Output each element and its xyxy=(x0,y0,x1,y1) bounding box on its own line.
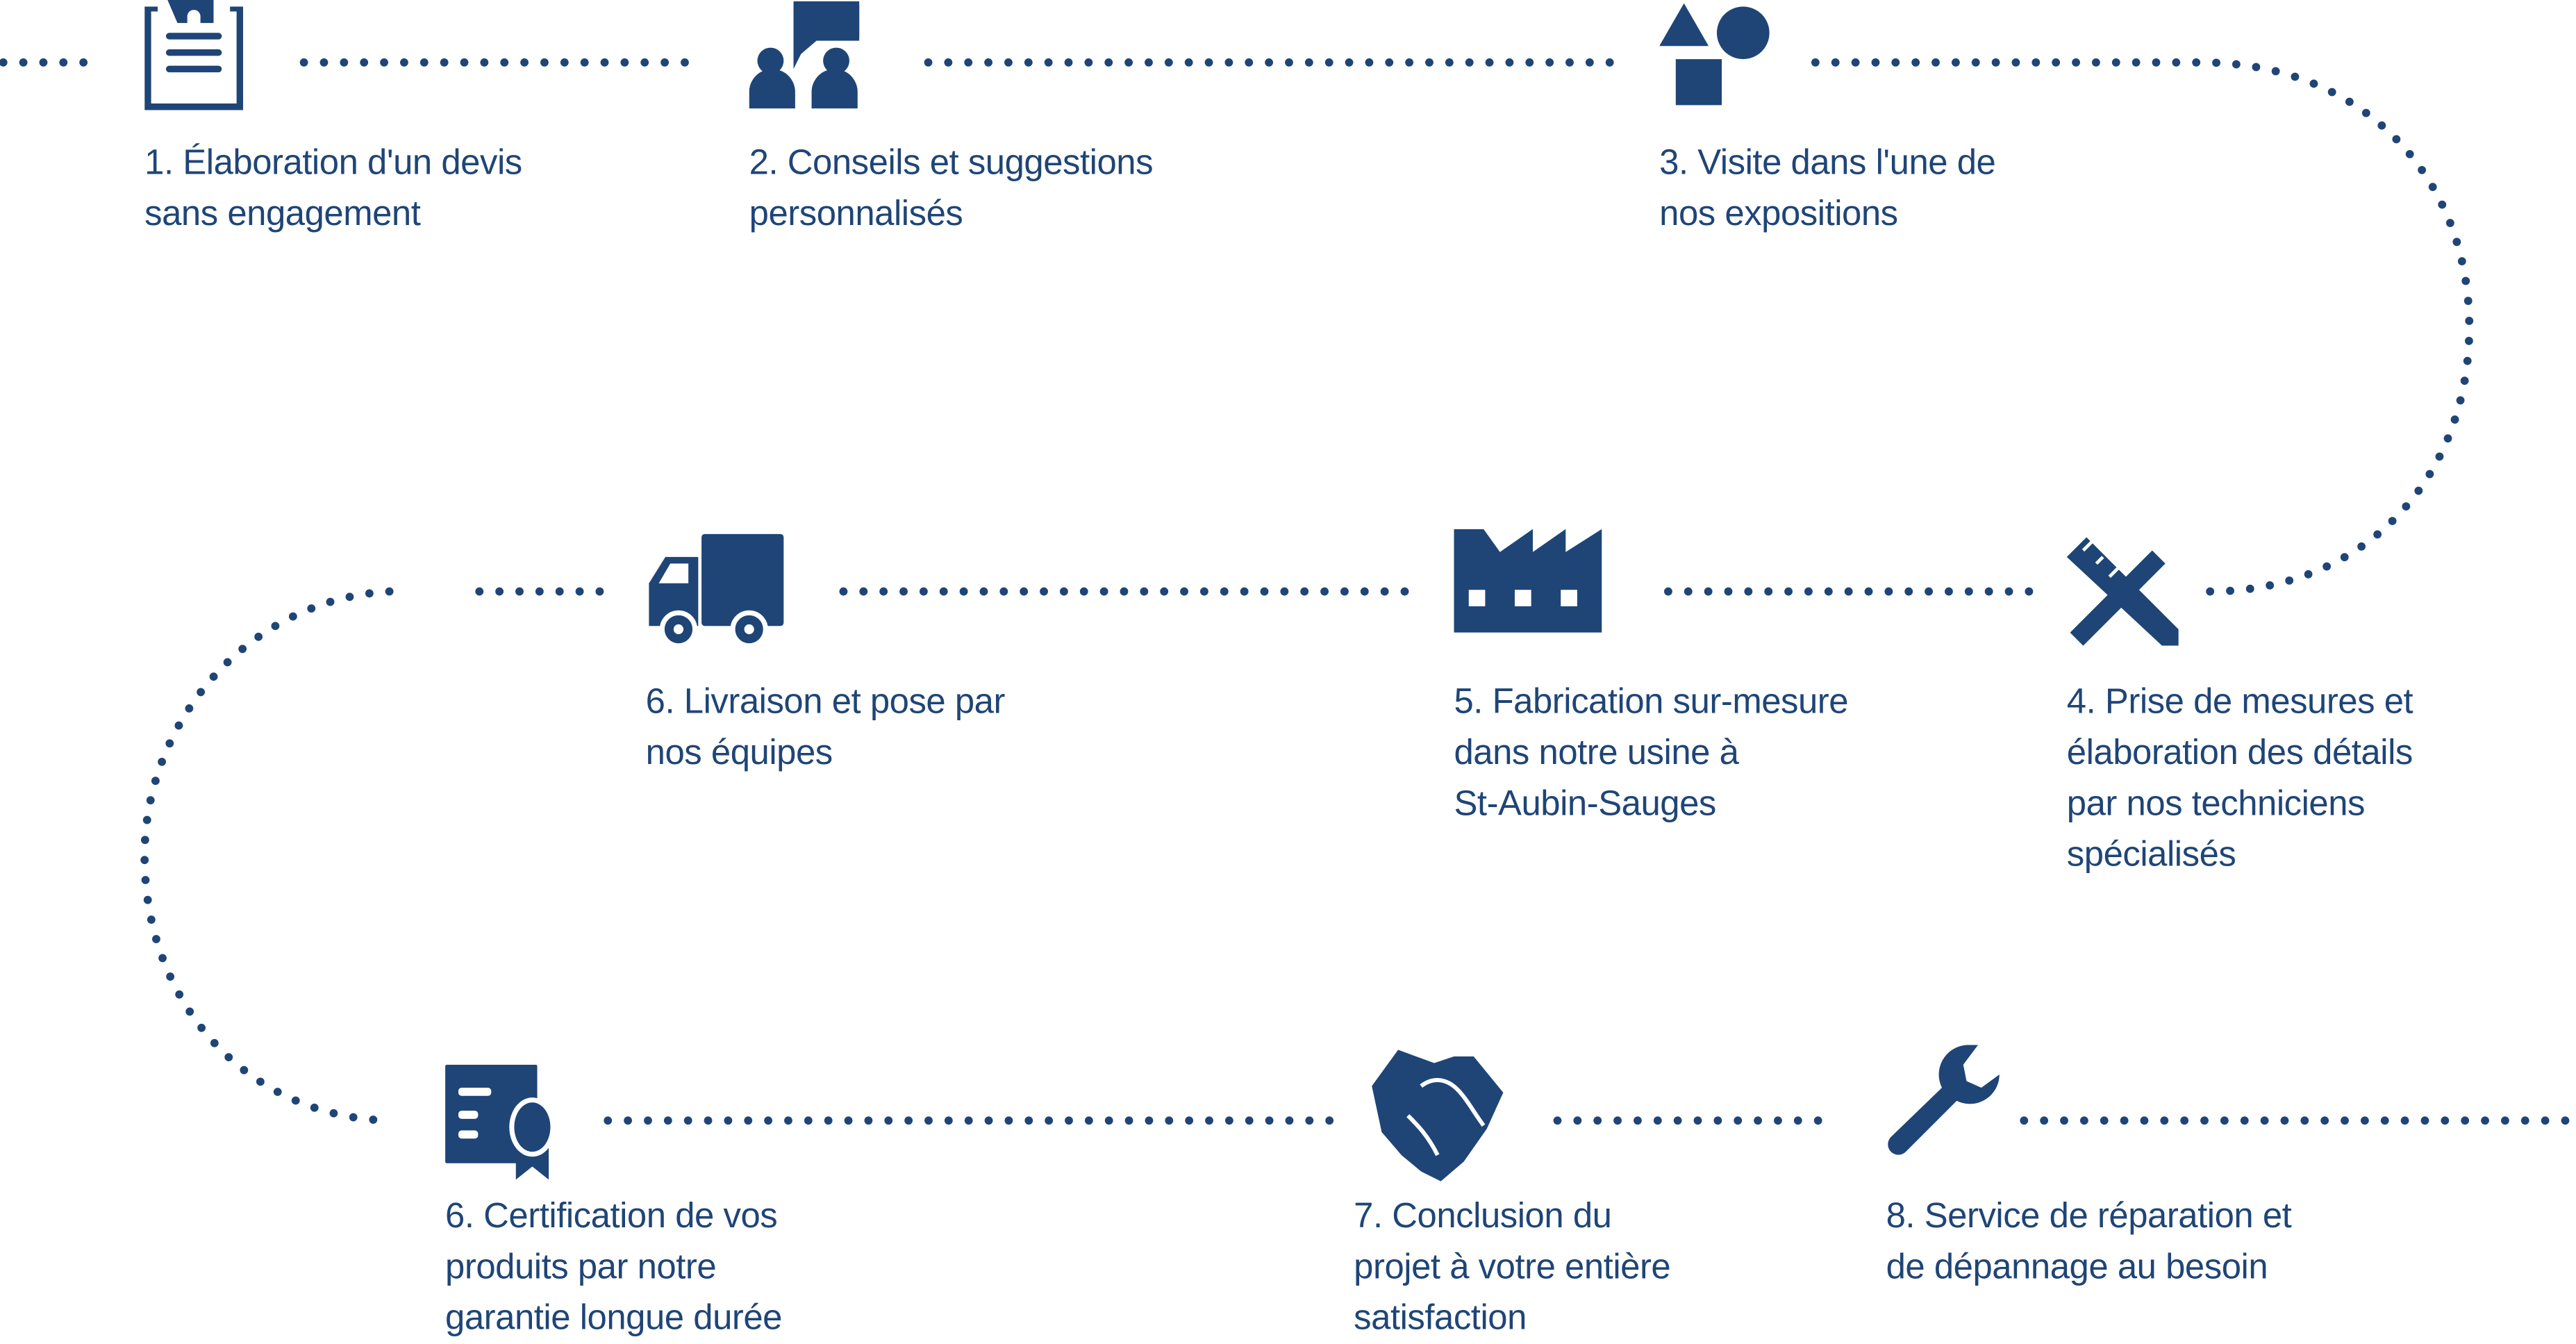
label-line: 4. Prise de mesures et xyxy=(2066,681,2413,722)
factory-icon xyxy=(1454,529,1602,633)
label-line: 8. Service de réparation et xyxy=(1886,1196,2292,1236)
label-line: spécialisés xyxy=(2066,834,2236,874)
label-line: 1. Élaboration d'un devis xyxy=(144,142,522,183)
step-label: 3. Visite dans l'une de nos expositions xyxy=(1659,138,1996,240)
shapes-icon xyxy=(1659,3,1770,106)
label-line: élaboration des détails xyxy=(2066,733,2413,772)
label-line: 7. Conclusion du xyxy=(1354,1196,1612,1236)
step-label: 6. Livraison et pose par nos équipes xyxy=(645,677,1006,779)
dotted-segment xyxy=(1811,58,2474,596)
step-label: 1. Élaboration d'un devis sans engagemen… xyxy=(144,138,522,240)
step-label: 5. Fabrication sur-mesure dans notre usi… xyxy=(1454,677,1848,830)
label-line: personnalisés xyxy=(749,194,963,233)
clipboard-icon xyxy=(144,0,244,110)
ruler-pencil-icon xyxy=(2066,537,2179,646)
label-line: projet à votre entière xyxy=(1354,1247,1671,1287)
handshake-icon xyxy=(1372,1050,1504,1181)
step-label: 2. Conseils et suggestions personnalisés xyxy=(749,138,1154,240)
label-line: St-Aubin-Sauges xyxy=(1454,783,1716,824)
label-line: sans engagement xyxy=(144,194,421,233)
step-label: 8. Service de réparation et de dépannage… xyxy=(1886,1191,2292,1293)
label-line: par nos techniciens xyxy=(2066,783,2366,824)
label-line: 6. Livraison et pose par xyxy=(645,681,1006,722)
certificate-icon xyxy=(445,1064,556,1180)
label-line: 2. Conseils et suggestions xyxy=(749,142,1154,183)
label-line: nos expositions xyxy=(1659,194,1898,233)
label-line: 3. Visite dans l'une de xyxy=(1659,142,1996,183)
label-line: nos équipes xyxy=(645,733,833,772)
label-line: garantie longue durée xyxy=(445,1297,782,1338)
label-line: 5. Fabrication sur-mesure xyxy=(1454,681,1849,722)
label-line: dans notre usine à xyxy=(1454,733,1739,772)
label-line: de dépannage au besoin xyxy=(1886,1247,2268,1287)
label-line: produits par notre xyxy=(445,1247,717,1287)
step-label: 7. Conclusion du projet à votre entière … xyxy=(1354,1191,1671,1344)
truck-icon xyxy=(649,533,784,646)
wrench-icon xyxy=(1888,1045,2000,1155)
consultation-icon xyxy=(749,1,860,109)
label-line: satisfaction xyxy=(1354,1297,1527,1338)
dotted-segment xyxy=(140,587,394,1125)
step-label: 6. Certification de vos produits par not… xyxy=(445,1191,782,1344)
step-label: 4. Prise de mesures et élaboration des d… xyxy=(2067,677,2413,881)
label-line: 6. Certification de vos xyxy=(445,1196,778,1236)
